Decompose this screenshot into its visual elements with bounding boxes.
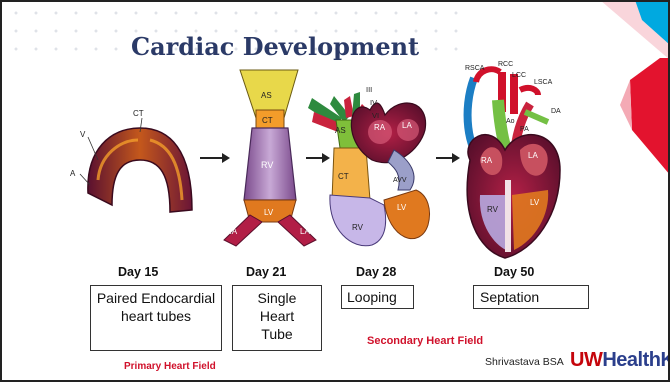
slide: Cardiac Development: [0, 0, 670, 382]
slide-border: [0, 0, 670, 382]
